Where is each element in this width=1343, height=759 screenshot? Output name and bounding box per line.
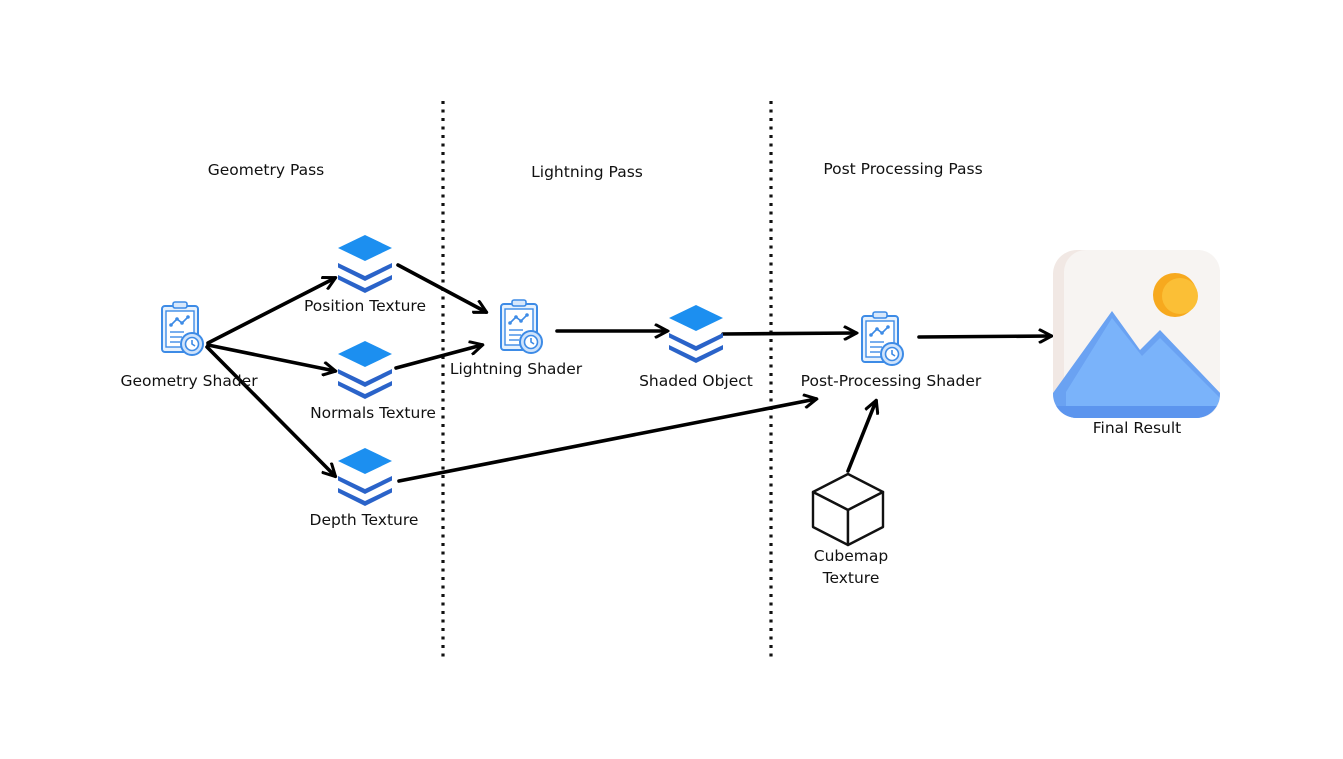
shaded-object-label: Shaded Object	[639, 372, 753, 390]
arrow-position-to-lightning	[396, 263, 486, 312]
position-texture-label: Position Texture	[304, 297, 426, 315]
lightning-shader-label: Lightning Shader	[450, 360, 583, 378]
final-result-node: Final Result	[1053, 250, 1220, 437]
cube-icon	[811, 472, 885, 547]
shader-clipboard-icon	[500, 299, 543, 354]
arrow-cubemap-to-post	[846, 401, 876, 473]
layers-stack-icon	[338, 341, 392, 399]
normals-texture-node: Normals Texture	[310, 341, 436, 422]
layers-stack-icon	[338, 448, 392, 506]
depth-texture-node: Depth Texture	[310, 448, 419, 529]
layers-stack-icon	[669, 305, 723, 363]
arrow-depth-to-post	[397, 399, 816, 483]
section-title-lightning-pass: Lightning Pass	[531, 163, 643, 181]
geometry-shader-node: Geometry Shader	[120, 301, 258, 390]
depth-texture-label: Depth Texture	[310, 511, 419, 529]
post-processing-shader-node: Post-Processing Shader	[801, 311, 982, 390]
arrow-geometry-to-normals	[206, 343, 335, 371]
lightning-shader-node: Lightning Shader	[450, 299, 583, 378]
shaded-object-node: Shaded Object	[639, 305, 753, 390]
arrow-post-to-final	[917, 336, 1051, 337]
cubemap-texture-node: Cubemap Texture	[811, 472, 888, 587]
arrow-geometry-to-position	[206, 278, 335, 345]
section-title-geometry-pass: Geometry Pass	[208, 161, 325, 179]
shader-clipboard-icon	[161, 301, 204, 356]
layers-stack-icon	[338, 235, 392, 293]
position-texture-node: Position Texture	[304, 235, 426, 315]
section-title-post-processing-pass: Post Processing Pass	[823, 160, 982, 178]
image-landscape-icon	[1053, 250, 1220, 418]
post-processing-shader-label: Post-Processing Shader	[801, 372, 982, 390]
final-result-label: Final Result	[1093, 419, 1182, 437]
cubemap-label-line2: Texture	[822, 569, 880, 587]
normals-texture-label: Normals Texture	[310, 404, 436, 422]
geometry-shader-label: Geometry Shader	[120, 372, 258, 390]
arrow-geometry-to-depth	[205, 345, 335, 476]
shader-clipboard-icon	[861, 311, 904, 366]
arrow-shaded-to-post	[721, 333, 856, 334]
cubemap-label-line1: Cubemap	[814, 547, 888, 565]
arrow-normals-to-lightning	[394, 345, 482, 370]
